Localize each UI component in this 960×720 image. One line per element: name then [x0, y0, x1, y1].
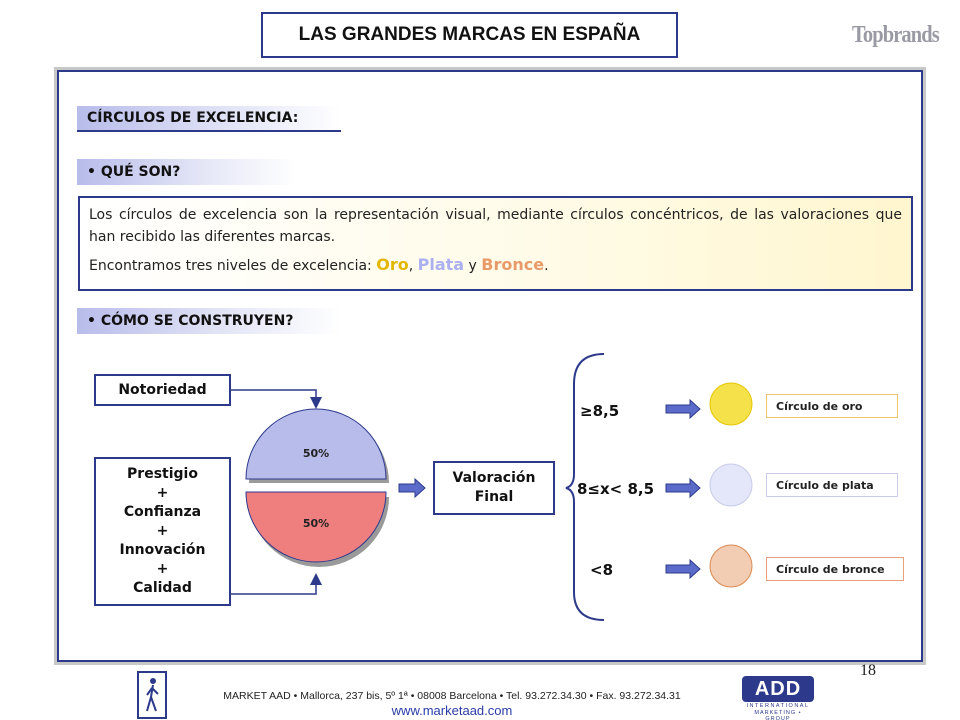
market-aad-logo	[137, 671, 167, 719]
prestigio-box: Prestigio + Confianza + Innovación + Cal…	[94, 457, 231, 606]
add-logo-word: ADD	[742, 676, 814, 702]
sentence-end: .	[544, 258, 549, 274]
prestigio-line: Confianza	[123, 504, 202, 520]
separator-1: ,	[408, 258, 418, 274]
label-circulo-bronce: Círculo de bronce	[766, 557, 904, 581]
prestigio-line: +	[156, 485, 169, 501]
threshold-bronce: <8	[590, 561, 614, 579]
label-circulo-plata: Círculo de plata	[766, 473, 898, 497]
prestigio-line: +	[156, 523, 169, 539]
prestigio-line: +	[156, 561, 169, 577]
notoriedad-label: Notoriedad	[118, 381, 207, 398]
valoracion-line: Final	[474, 489, 514, 505]
arrow-bronce	[665, 558, 701, 580]
walking-figure-icon	[146, 678, 159, 712]
valoracion-line: Valoración	[452, 470, 536, 486]
prestigio-line: Calidad	[133, 580, 192, 596]
valoracion-final-box: Valoración Final	[433, 461, 555, 515]
arrow-plata	[665, 477, 701, 499]
threshold-oro: ≥8,5	[580, 402, 620, 420]
prestigio-line: Prestigio	[127, 466, 198, 482]
arrow-oro	[665, 398, 701, 420]
section-header-que-son: • QUÉ SON?	[77, 159, 297, 185]
separator-2: y	[464, 258, 482, 274]
footer-address: MARKET AAD • Mallorca, 237 bis, 5º 1ª • …	[223, 690, 681, 702]
bottom-half	[245, 491, 387, 563]
label-circulo-oro: Círculo de oro	[766, 394, 898, 418]
level-oro: Oro	[376, 255, 409, 274]
circle-bronce	[709, 544, 753, 588]
circle-plata	[709, 463, 753, 507]
threshold-plata: 8≤x< 8,5	[577, 480, 655, 498]
levels-intro: Encontramos tres niveles de excelencia:	[89, 258, 377, 274]
description-paragraph-1: Los círculos de excelencia son la repres…	[89, 207, 902, 245]
description-paragraph-2: Encontramos tres niveles de excelencia: …	[89, 254, 902, 277]
connector-prestigio	[231, 573, 322, 595]
arrow-to-valoracion	[398, 477, 426, 499]
level-plata: Plata	[417, 255, 465, 274]
topbrands-logo: Topbrands	[852, 22, 940, 48]
curly-brace	[565, 353, 605, 621]
bottom-half-label: 50%	[303, 517, 329, 530]
add-logo-sub1: INTERNATIONAL	[746, 703, 810, 709]
footer-url-link[interactable]: www.marketaad.com	[391, 703, 513, 718]
notoriedad-box: Notoriedad	[94, 374, 231, 406]
level-bronce: Bronce	[481, 255, 545, 274]
add-international-logo: ADD INTERNATIONAL MARKETING • GROUP	[742, 676, 814, 720]
section-header-circulos: CÍRCULOS DE EXCELENCIA:	[77, 106, 341, 132]
page-title: LAS GRANDES MARCAS EN ESPAÑA	[261, 12, 678, 58]
page-number: 18	[860, 662, 876, 679]
top-half-label: 50%	[303, 447, 329, 460]
section-header-como: • CÓMO SE CONSTRUYEN?	[77, 308, 341, 334]
add-logo-sub2: MARKETING • GROUP	[754, 710, 802, 720]
description-box: Los círculos de excelencia son la repres…	[78, 196, 913, 291]
connector-notoriedad	[231, 389, 322, 409]
top-half	[245, 408, 387, 480]
prestigio-line: Innovación	[119, 542, 206, 558]
circle-oro	[709, 382, 753, 426]
